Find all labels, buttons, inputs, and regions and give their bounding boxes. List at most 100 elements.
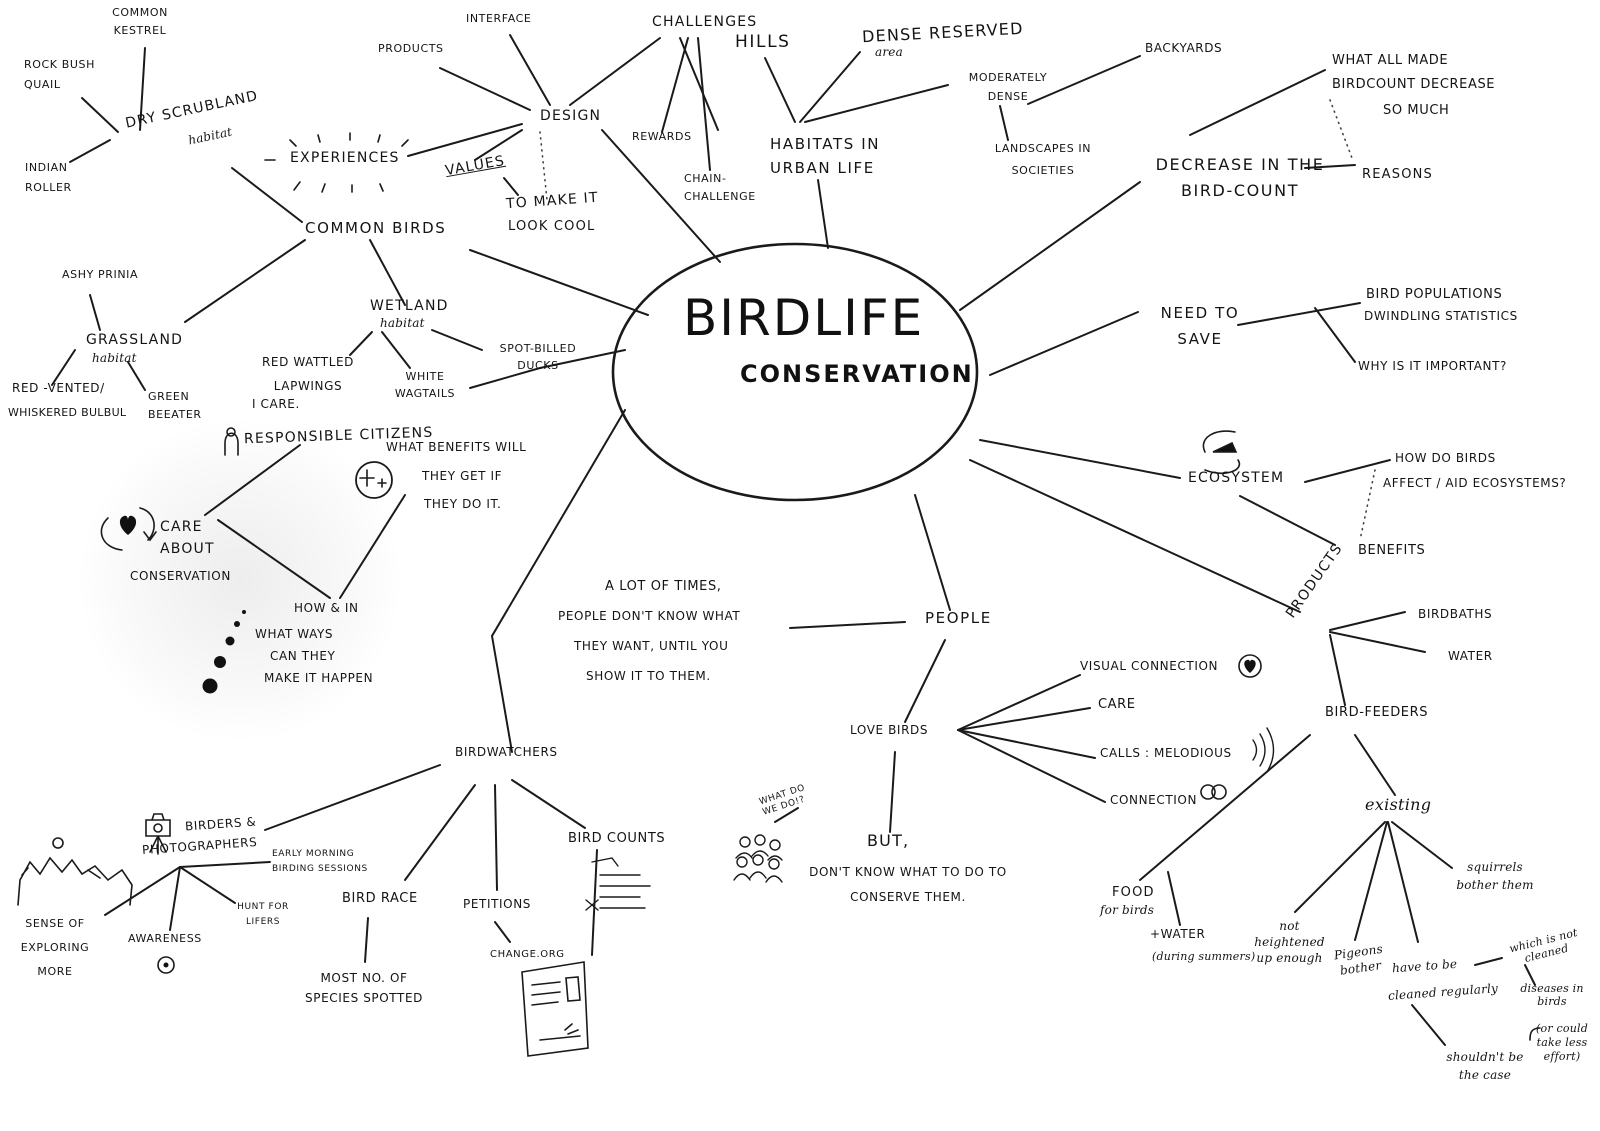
edge-bw-petitions (494, 784, 498, 891)
node-common-kestrel: COMMON KESTREL (112, 6, 168, 37)
edge-design-interface (509, 34, 551, 106)
node-birdwatchers: BIRDWATCHERS (455, 745, 558, 759)
edge-center-commonbirds (469, 249, 649, 316)
heart-cycle-arrow-icon (100, 507, 157, 551)
ecosystem-triangle-icon (1212, 441, 1238, 453)
edge-grass-redvented (51, 349, 76, 386)
edge-common-wetland (369, 239, 406, 306)
node-benefits: BENEFITS (1358, 543, 1426, 558)
petition-document-icon (521, 961, 589, 1057)
growing-dots-icon (202, 610, 246, 694)
node-water: WATER (1448, 649, 1493, 663)
node-but: BUT, (867, 831, 910, 850)
edge-have-which (1474, 957, 1503, 966)
node-squirrels: squirrels bother them (1456, 860, 1534, 892)
edge-existing-squirrels (1391, 821, 1453, 869)
edge-mod-backyards (1027, 55, 1141, 105)
center-ellipse (611, 242, 979, 502)
ecosystem-arrow-icon (1202, 430, 1241, 475)
bird-counts-list-icon (585, 857, 651, 911)
pencil-shading (80, 420, 400, 740)
node-how-in: HOW & IN (294, 601, 359, 615)
node-dwindling: DWINDLING STATISTICS (1364, 309, 1518, 323)
node-sense-exploring: SENSE OF EXPLORING MORE (20, 917, 90, 978)
crowd-icon (733, 834, 783, 883)
node-plus-water: +WATER (1150, 927, 1206, 941)
node-red-vented: RED -VENTED/ (12, 381, 105, 395)
node-reasons: REASONS (1362, 167, 1434, 182)
edge-people-lovebirds (904, 639, 946, 723)
edge-love-but (889, 751, 896, 833)
node-birdbaths: BIRDBATHS (1418, 607, 1493, 621)
node-common-birds: COMMON BIRDS (305, 219, 447, 237)
node-shouldnt: shouldn't be the case (1446, 1050, 1524, 1082)
edge-common-dry (231, 167, 303, 223)
node-dont-know-conserve: DON'T KNOW WHAT TO DO TO CONSERVE THEM. (809, 865, 1007, 904)
edge-love-calls (957, 729, 1096, 759)
node-connection: CONNECTION (1110, 793, 1198, 807)
edge-birders-hunt (179, 866, 236, 904)
node-products-top: PRODUCTS (378, 42, 444, 55)
edge-bw-birdcounts (511, 779, 586, 829)
edge-products-water (1329, 631, 1426, 653)
edge-howdo-benefits-dotted (1359, 469, 1376, 541)
edge-center-birdwatchers (490, 409, 626, 753)
node-calls: CALLS : melodious (1100, 746, 1232, 760)
edge-common-grassland (184, 239, 306, 323)
center-subtitle: CONSERVATION (740, 360, 974, 388)
node-what-all-made: WHAT ALL MADE (1332, 53, 1449, 68)
node-they-want: THEY WANT, UNTIL YOU (574, 639, 729, 653)
plus-icon-circle (355, 461, 393, 499)
node-what-benefits: WHAT BENEFITS WILL (386, 440, 527, 454)
edge-center-habitats (817, 179, 829, 249)
node-bird-counts: BIRD COUNTS (568, 831, 666, 846)
node-hills: HILLS (735, 32, 791, 52)
edge-center-products (969, 459, 1301, 613)
node-why-important: WHY IS IT IMPORTANT? (1358, 359, 1508, 373)
node-wetland-habitat: habitat (380, 316, 425, 330)
node-bird-race: BIRD RACE (342, 891, 418, 906)
node-a-lot-of-times: A LOT OF TIMES, (605, 579, 722, 594)
node-ecosystem: ECOSYSTEM (1188, 470, 1285, 486)
node-i-care: I CARE. (252, 397, 300, 411)
node-existing: existing (1365, 795, 1432, 814)
edge-care-how (217, 519, 331, 599)
edge-center-needsave (989, 311, 1139, 376)
node-during-summers: (during summers) (1152, 950, 1256, 963)
edge-needsave-pop (1237, 302, 1361, 326)
node-chain-challenge: CHAIN- CHALLENGE (684, 172, 756, 203)
sound-waves-icon (1252, 727, 1275, 773)
edge-birders-early (179, 861, 271, 868)
edge-cleaned-shouldnt (1411, 1004, 1446, 1046)
node-landscapes: LANDSCAPES IN SOCIETIES (994, 142, 1092, 177)
edge-design-experiences (407, 123, 523, 157)
edge-whatdo-crowd (774, 807, 799, 823)
node-rock-bush-quail: ROCK BUSH QUAIL (24, 58, 95, 91)
heart-icon (119, 515, 137, 535)
node-or-could: (or could take less effort) (1536, 1022, 1588, 1063)
edge-race-most (364, 917, 369, 963)
edge-which-diseases (1524, 964, 1536, 986)
node-ashy-prinia: ASHY PRINIA (62, 268, 139, 281)
mountains-icon (17, 856, 133, 906)
edge-existing-not (1294, 821, 1386, 913)
sun-icon (52, 837, 64, 849)
edge-birders-sense (104, 866, 181, 916)
rings-icon (1200, 784, 1227, 800)
edge-habitats-dense (799, 51, 861, 123)
node-affect-aid: AFFECT / AID ECOSYSTEMS? (1383, 476, 1567, 490)
edge-decrease-reasons (1304, 164, 1356, 169)
edge-design-tomake-dotted (539, 131, 548, 201)
edge-needsave-why (1314, 307, 1356, 363)
node-food: FOOD (1112, 885, 1155, 900)
edge-design-values (474, 129, 523, 161)
node-whiskered: WHISKERED BULBUL (8, 406, 127, 419)
node-make-happen: MAKE IT HAPPEN (264, 671, 374, 685)
edge-challenges-rewards (661, 37, 689, 133)
node-they-do: THEY DO IT. (424, 497, 502, 511)
edge-petitions-change (494, 921, 511, 943)
edge-dry-roller (69, 139, 111, 163)
edge-design-products (439, 67, 531, 111)
node-can-they: CAN THEY (270, 649, 336, 663)
node-interface: INTERFACE (466, 12, 532, 25)
